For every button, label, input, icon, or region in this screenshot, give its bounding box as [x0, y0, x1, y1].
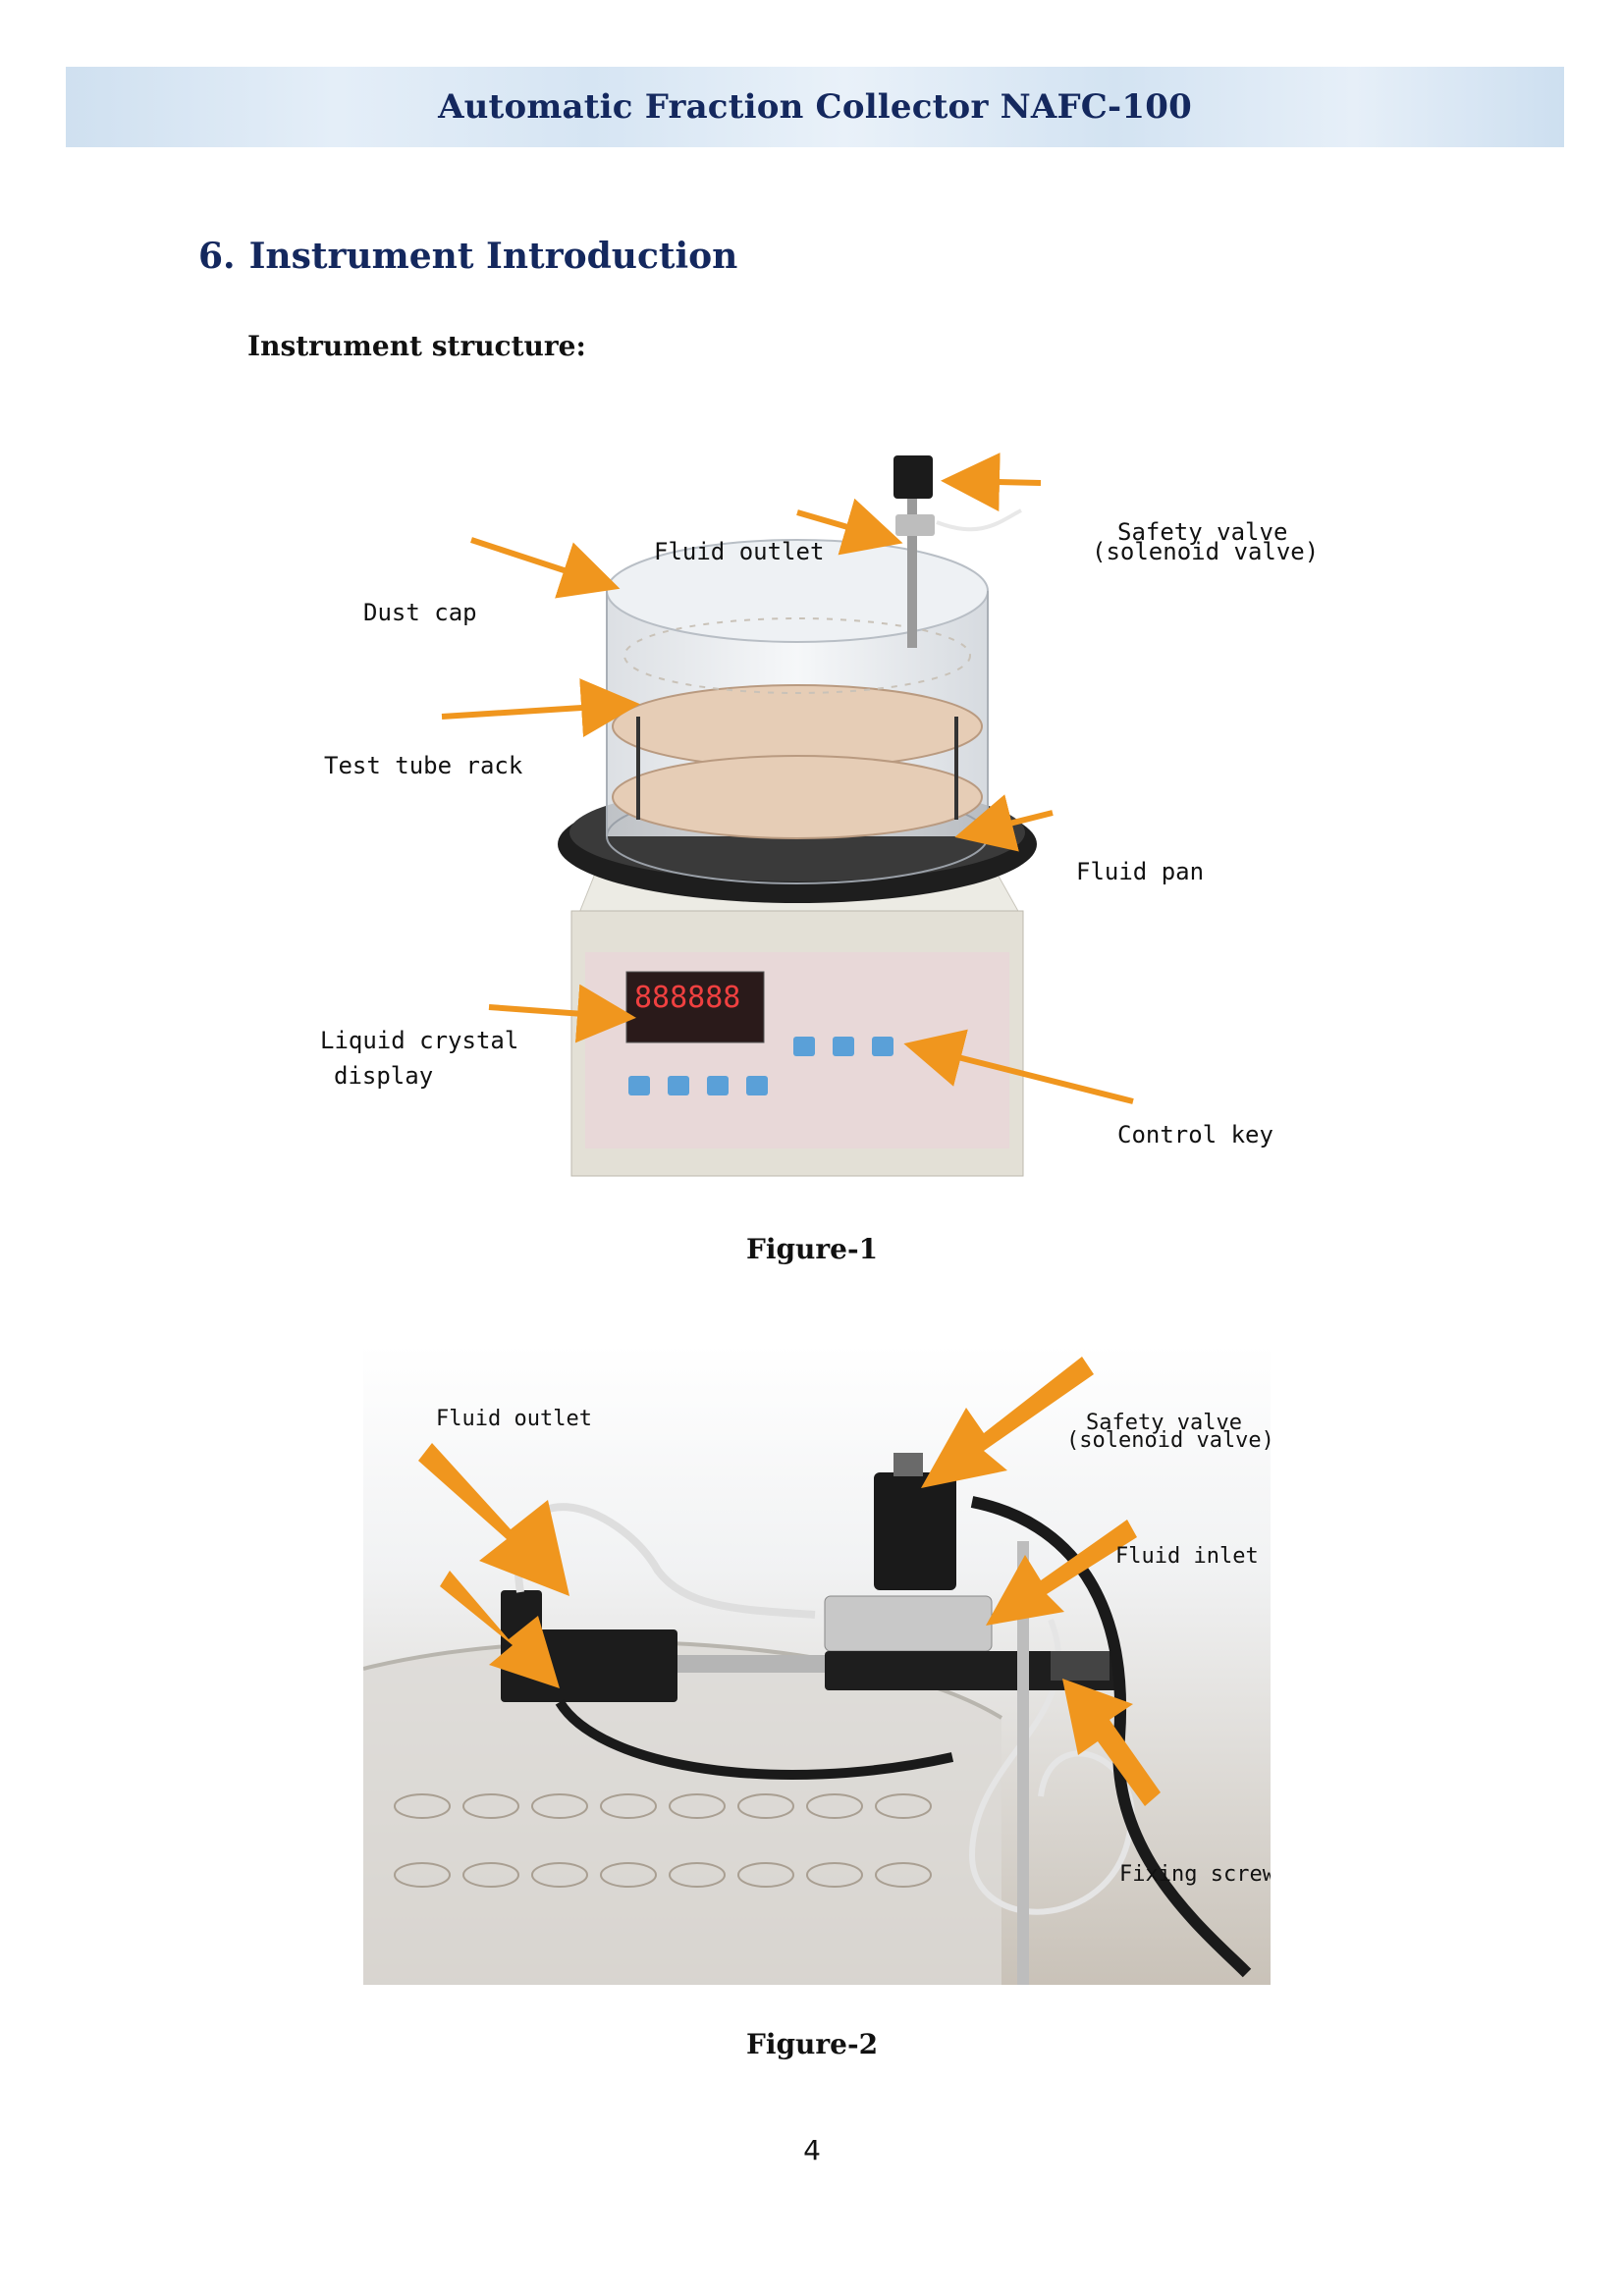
arrow-lcd	[488, 984, 636, 1043]
label-fluid-pan: Fluid pan	[1076, 858, 1204, 885]
subheading: Instrument structure:	[247, 330, 586, 362]
valve-block	[824, 1453, 1119, 1690]
arrow-fluid-inlet	[986, 1520, 1137, 1626]
label-lcd-1: Liquid crystal	[320, 1027, 518, 1054]
arrow-fluid-pan	[954, 794, 1054, 852]
label-lcd-2: display	[334, 1062, 433, 1090]
figure-2: Fluid outlet Safety valve (solenoid valv…	[362, 1345, 1276, 1985]
document-title: Automatic Fraction Collector NAFC-100	[438, 87, 1192, 127]
test-tube-rack	[612, 617, 983, 839]
arrow-safety-valve	[921, 1357, 1094, 1488]
figure-2-arrows	[418, 1357, 1161, 1806]
glass-container	[362, 1639, 1003, 1985]
label-fluid-inlet: Fluid inlet	[1115, 1544, 1259, 1569]
label-dust-cap: Dust cap	[363, 599, 477, 626]
arrow-outlet-block	[440, 1571, 560, 1688]
label-fixing-screw: Fixing screw	[1119, 1862, 1271, 1887]
figure-2-illustration: Fluid outlet Safety valve (solenoid valv…	[362, 1345, 1276, 1985]
lcd-display: 888888	[625, 971, 765, 1043]
label-control-key: Control key	[1117, 1121, 1273, 1148]
arrow-safety-valve	[941, 453, 1042, 512]
arrow-test-tube-rack	[441, 678, 640, 737]
stand-rod	[1017, 1541, 1029, 1985]
label-fluid-outlet: Fluid outlet	[654, 538, 824, 565]
header-band: Automatic Fraction Collector NAFC-100	[66, 67, 1564, 147]
page-number: 4	[803, 2134, 821, 2166]
figure-1: 888888	[314, 432, 1335, 1188]
signal-cable	[555, 1699, 954, 1781]
arrow-fixing-screw	[1062, 1679, 1161, 1806]
section-number: 6.	[198, 236, 236, 277]
figure-1-arrows	[441, 453, 1134, 1104]
label-safety-valve-1: Safety valve	[1117, 518, 1287, 546]
arrow-fluid-outlet	[418, 1443, 569, 1596]
section-title: Instrument Introduction	[248, 236, 738, 277]
arrow-dust-cap	[470, 537, 621, 599]
coiled-tubing	[968, 1618, 1135, 1915]
figure-1-caption: Figure-1	[745, 1233, 879, 1265]
label-test-tube-rack: Test tube rack	[324, 752, 523, 779]
control-keys	[628, 1037, 893, 1095]
label-safety-valve-2: (solenoid valve)	[1066, 1428, 1271, 1453]
label-safety-valve-2: (solenoid valve)	[1092, 538, 1319, 565]
figure-1-illustration: 888888	[320, 453, 1319, 1177]
arrow-control-key	[903, 1029, 1134, 1104]
section-heading: 6. Instrument Introduction	[198, 236, 737, 277]
arrow-fluid-outlet	[796, 498, 903, 556]
label-safety-valve-1: Safety valve	[1086, 1411, 1242, 1435]
label-fluid-outlet: Fluid outlet	[436, 1407, 592, 1431]
valve-assembly	[893, 455, 1022, 648]
figure-2-caption: Figure-2	[745, 2028, 879, 2060]
lcd-digits: 888888	[634, 981, 740, 1015]
